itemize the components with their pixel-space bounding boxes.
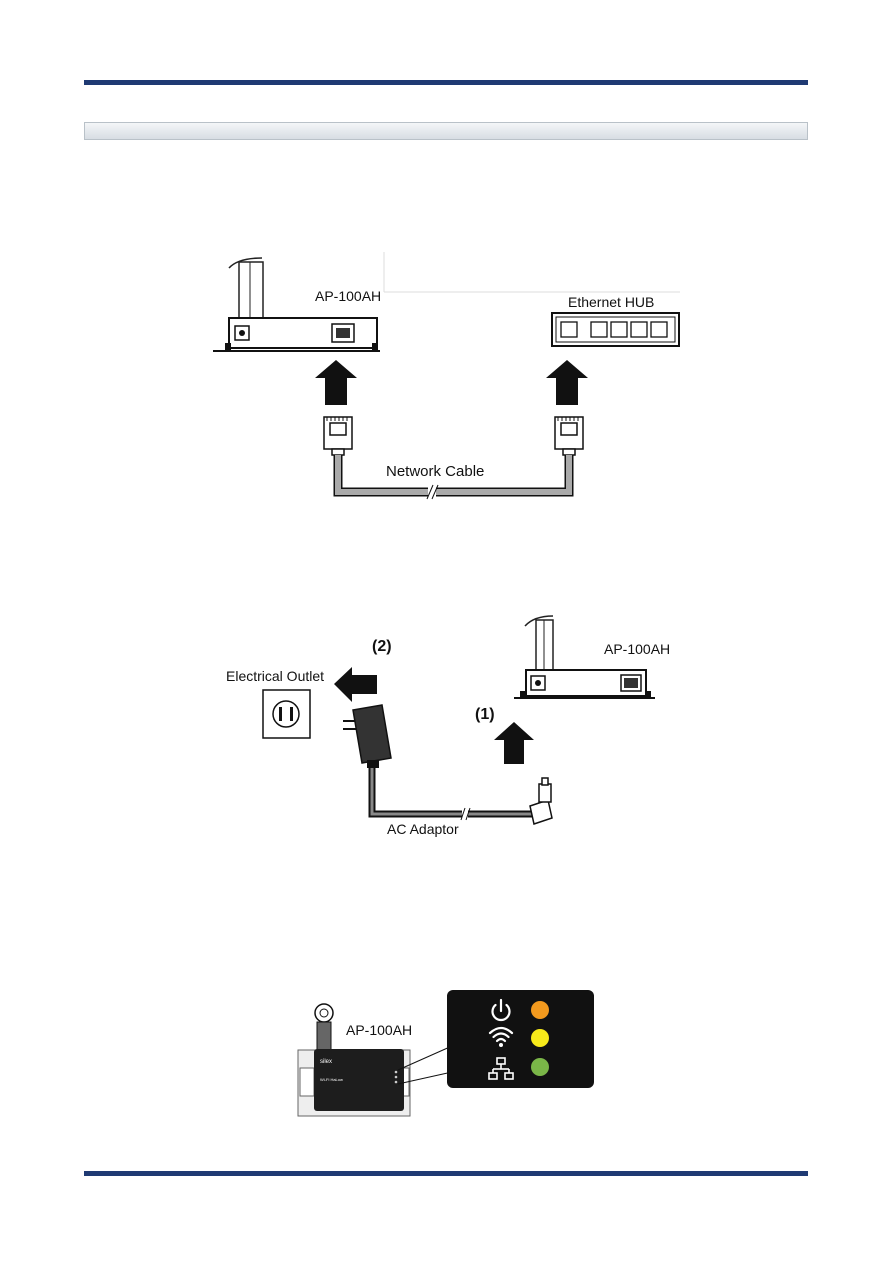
lan-icon [488, 1057, 514, 1080]
ap-device-icon [314, 1049, 404, 1111]
wireless-led [531, 1029, 549, 1047]
step-2-label: (2) [372, 638, 392, 655]
up-arrow-icon [546, 360, 588, 405]
device-logo: silex [320, 1059, 332, 1065]
antenna-connector-icon [314, 1003, 334, 1051]
ap-device-label: AP-100AH [604, 641, 671, 657]
footer-rule [84, 1171, 808, 1176]
ac-adaptor-icon [343, 704, 392, 768]
ap-device-label: AP-100AH [346, 1022, 413, 1038]
network-cable-icon [333, 455, 574, 500]
device-logo-text: Wi-Fi HaLow [320, 1077, 343, 1082]
network-cable-label: Network Cable [386, 463, 485, 480]
ac-adaptor-label: AC Adaptor [387, 821, 459, 837]
step-1-label: (1) [475, 706, 495, 723]
header-rule [84, 80, 808, 85]
ethernet-hub-icon [551, 312, 680, 347]
antenna-icon [524, 615, 554, 671]
power-led [531, 1001, 549, 1019]
adaptor-cable-icon [368, 768, 532, 821]
dc-plug-icon [529, 777, 553, 825]
rj45-plug-icon [323, 416, 584, 456]
left-arrow-icon [334, 667, 377, 702]
up-arrow-icon [494, 722, 534, 764]
wifi-icon [488, 1026, 514, 1043]
ap-device-icon [213, 317, 380, 352]
electrical-outlet-label: Electrical Outlet [226, 668, 325, 684]
ap-device-icon [514, 669, 655, 699]
ap-device-label: AP-100AH [315, 288, 382, 304]
lan-led [531, 1058, 549, 1076]
power-icon [491, 998, 511, 1022]
ethernet-hub-label: Ethernet HUB [568, 294, 655, 310]
led-panel [447, 990, 594, 1088]
up-arrow-icon [315, 360, 357, 405]
electrical-outlet-icon [262, 689, 311, 739]
section-header-bar [84, 122, 808, 140]
